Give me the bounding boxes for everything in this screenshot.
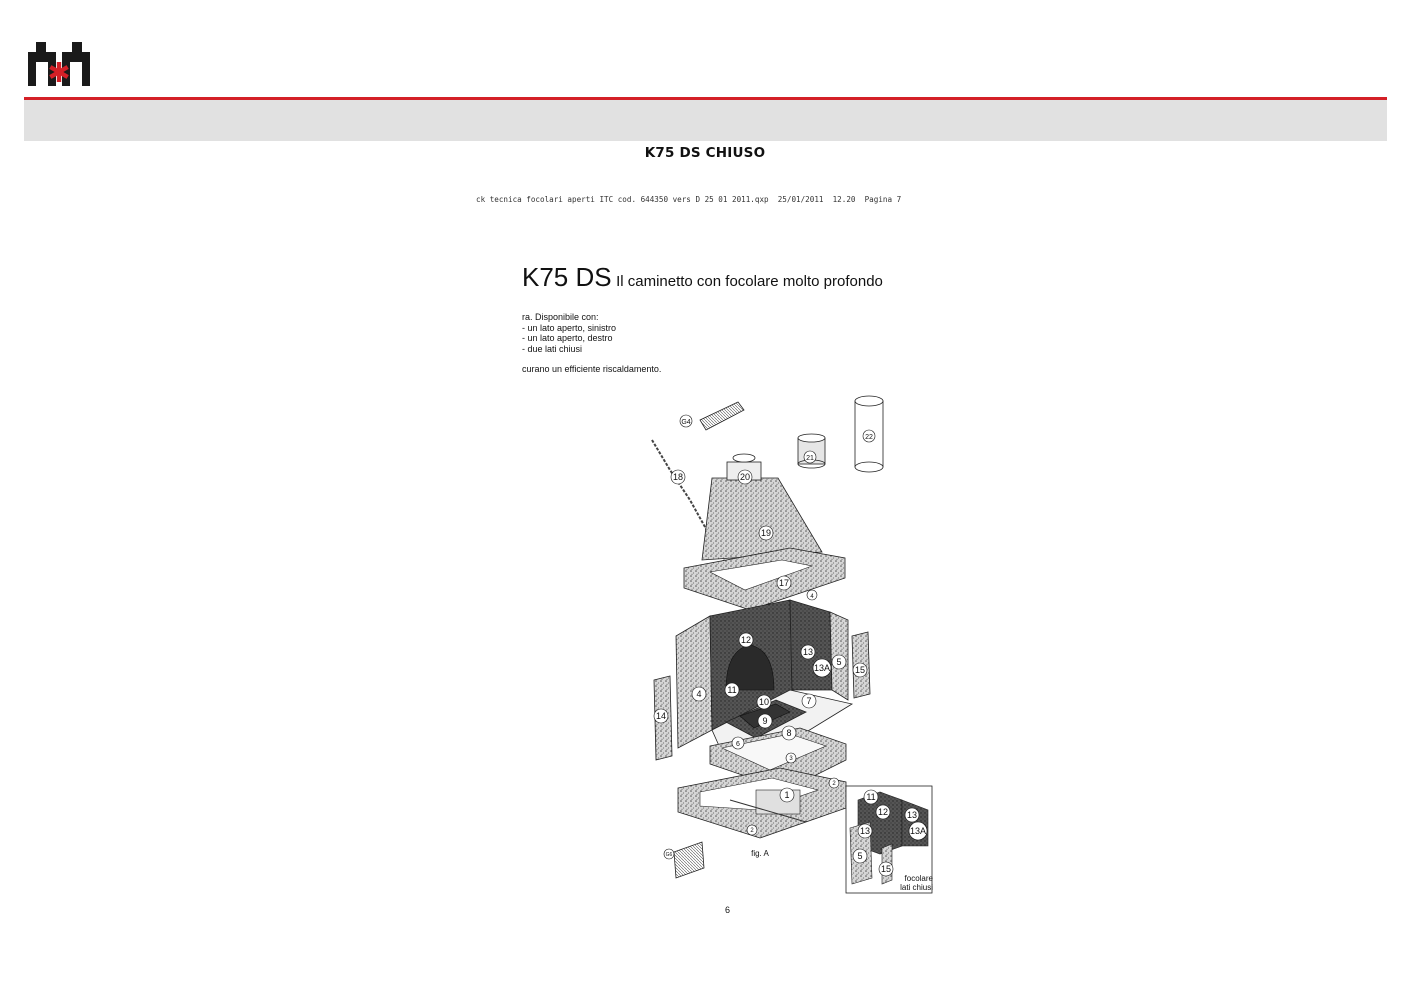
diagram-label-3: 3 [789, 756, 793, 762]
exploded-fireplace-diagram: G4 18 20 21 22 19 17 4 12 13 13A 5 15 4 … [651, 395, 934, 894]
figure-caption: fig. A [751, 849, 769, 858]
inset-label-11: 11 [866, 792, 875, 802]
diagram-label-13a: 13A [814, 663, 830, 673]
diagram-label-2: 2 [750, 828, 754, 834]
diagram-label-4: 4 [696, 689, 701, 699]
diagram-label-13: 13 [803, 647, 813, 657]
diagram-label-5: 5 [836, 657, 841, 667]
inset-label-13: 13 [860, 826, 870, 836]
diagram-label-12: 12 [741, 635, 751, 645]
g6-grille-part [673, 841, 705, 879]
header-red-rule [24, 97, 1387, 100]
page-number: 6 [725, 905, 731, 915]
top-frame-part [683, 547, 846, 611]
inset-caption: lati chiusi [900, 883, 933, 892]
inset-label-13a: 13A [910, 826, 926, 836]
diagram-label-22: 22 [865, 434, 873, 441]
inset-caption: focolare [905, 874, 934, 883]
description-line: - un lato aperto, destro [522, 333, 613, 343]
inset-label-5: 5 [857, 851, 862, 861]
file-header-line: ck tecnica focolari aperti ITC cod. 6443… [476, 195, 902, 204]
inset-label-12: 12 [878, 807, 888, 817]
diagram-label-21: 21 [806, 455, 814, 462]
diagram-label-17: 17 [779, 578, 789, 588]
description-line: - un lato aperto, sinistro [522, 322, 617, 333]
description-line: ra. Disponibile con: [522, 312, 599, 322]
diagram-label-8: 8 [786, 728, 791, 738]
product-model: K75 DS [522, 262, 612, 292]
diagram-label-7: 7 [806, 696, 811, 706]
diagram-label-18: 18 [673, 472, 683, 482]
diagram-label-1: 1 [784, 790, 789, 800]
header-grey-band [24, 100, 1387, 141]
diagram-label-11: 11 [727, 685, 736, 695]
company-logo-icon [28, 42, 90, 86]
diagram-label-6: 6 [736, 741, 740, 748]
product-heading: K75 DS Il caminetto con focolare molto p… [522, 262, 883, 293]
diagram-label-g6: G6 [666, 852, 673, 858]
diagram-label-9: 9 [762, 716, 767, 726]
product-subtitle: Il caminetto con focolare molto profondo [616, 273, 883, 290]
inset-label-13: 13 [907, 810, 917, 820]
product-description: ra. Disponibile con: - un lato aperto, s… [522, 312, 661, 375]
description-line: curano un efficiente riscaldamento. [522, 364, 662, 374]
g4-grille-part [699, 401, 745, 431]
bottom-base-part [677, 767, 847, 839]
diagram-label-2: 2 [832, 781, 836, 787]
diagram-label-20: 20 [740, 472, 750, 482]
diagram-label-14: 14 [656, 711, 666, 721]
diagram-label-4: 4 [810, 594, 814, 600]
diagram-label-19: 19 [761, 528, 771, 538]
diagram-label-g4: G4 [681, 419, 690, 426]
description-line: - due lati chiusi [522, 343, 583, 354]
inset-label-15: 15 [881, 864, 891, 874]
firebox-body-part [675, 599, 849, 749]
diagram-label-10: 10 [759, 697, 769, 707]
smoke-hood-part [701, 453, 823, 561]
diagram-label-15: 15 [855, 665, 865, 675]
document-title: K75 DS CHIUSO [644, 145, 766, 161]
